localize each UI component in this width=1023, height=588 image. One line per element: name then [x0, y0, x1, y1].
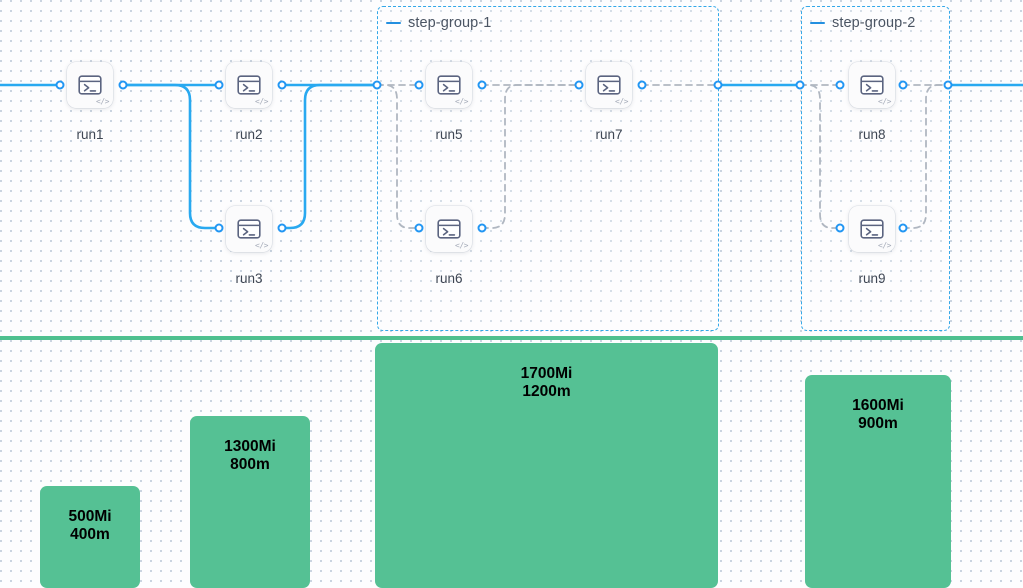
terminal-icon [236, 216, 262, 242]
cpu-value: 400m [70, 526, 110, 544]
node-run2[interactable]: </> [226, 62, 272, 108]
port-p-run5-in[interactable] [414, 80, 424, 90]
port-p-run3-in[interactable] [214, 223, 224, 233]
node-run5[interactable]: </> [426, 62, 472, 108]
group-label-step-group-1: step-group-1 [386, 15, 491, 31]
port-p-run8-out[interactable] [898, 80, 908, 90]
port-p-run6-in[interactable] [414, 223, 424, 233]
node-label-run6: run6 [435, 271, 463, 286]
port-p-run7-out[interactable] [637, 80, 647, 90]
minus-icon[interactable] [386, 21, 401, 25]
code-icon[interactable]: </> [878, 97, 891, 106]
node-run3[interactable]: </> [226, 206, 272, 252]
code-icon[interactable]: </> [255, 97, 268, 106]
memory-value: 1700Mi [520, 365, 573, 382]
port-p-run9-out[interactable] [898, 223, 908, 233]
port-p-run9-in[interactable] [835, 223, 845, 233]
node-run1[interactable]: </> [67, 62, 113, 108]
port-p-run6-out[interactable] [477, 223, 487, 233]
memory-value: 500Mi [68, 508, 112, 525]
code-icon[interactable]: </> [455, 97, 468, 106]
node-label-run2: run2 [235, 127, 263, 142]
node-label-run1: run1 [76, 127, 104, 142]
code-icon[interactable]: </> [455, 241, 468, 250]
group-title: step-group-2 [832, 15, 916, 31]
node-run9[interactable]: </> [849, 206, 895, 252]
group-box-step-group-2[interactable] [801, 6, 950, 331]
port-p-run8-in[interactable] [835, 80, 845, 90]
code-icon[interactable]: </> [96, 97, 109, 106]
edge-run3-to-trunk [280, 83, 379, 230]
terminal-icon [596, 72, 622, 98]
group-title: step-group-1 [408, 15, 492, 31]
node-label-run7: run7 [595, 127, 623, 142]
group-box-step-group-1[interactable] [377, 6, 719, 331]
port-p-run2-out[interactable] [277, 80, 287, 90]
code-icon[interactable]: </> [878, 241, 891, 250]
node-label-run3: run3 [235, 271, 263, 286]
node-label-run9: run9 [858, 271, 886, 286]
cpu-value: 1200m [522, 383, 571, 401]
memory-value: 1600Mi [852, 397, 904, 414]
terminal-icon [236, 72, 262, 98]
section-divider [0, 336, 1023, 340]
cpu-value: 800m [230, 456, 270, 474]
terminal-icon [859, 216, 885, 242]
node-run8[interactable]: </> [849, 62, 895, 108]
port-p-run2-in[interactable] [214, 80, 224, 90]
terminal-icon [859, 72, 885, 98]
node-label-run8: run8 [858, 127, 886, 142]
terminal-icon [436, 72, 462, 98]
memory-value: 1300Mi [224, 438, 276, 455]
port-p-g1-in[interactable] [372, 80, 382, 90]
terminal-icon [436, 216, 462, 242]
port-p-run1-in[interactable] [55, 80, 65, 90]
node-label-run5: run5 [435, 127, 463, 142]
terminal-icon [77, 72, 103, 98]
cpu-value: 900m [858, 415, 898, 433]
port-p-run7-in[interactable] [574, 80, 584, 90]
group-label-step-group-2: step-group-2 [810, 15, 915, 31]
port-p-g1-out[interactable] [713, 80, 723, 90]
edge-run1-to-run3 [121, 83, 221, 230]
code-icon[interactable]: </> [615, 97, 628, 106]
minus-icon[interactable] [810, 21, 825, 25]
port-p-g2-out[interactable] [943, 80, 953, 90]
port-p-run5-out[interactable] [477, 80, 487, 90]
node-run7[interactable]: </> [586, 62, 632, 108]
node-run6[interactable]: </> [426, 206, 472, 252]
port-p-g2-in[interactable] [795, 80, 805, 90]
port-p-run3-out[interactable] [277, 223, 287, 233]
port-p-run1-out[interactable] [118, 80, 128, 90]
code-icon[interactable]: </> [255, 241, 268, 250]
